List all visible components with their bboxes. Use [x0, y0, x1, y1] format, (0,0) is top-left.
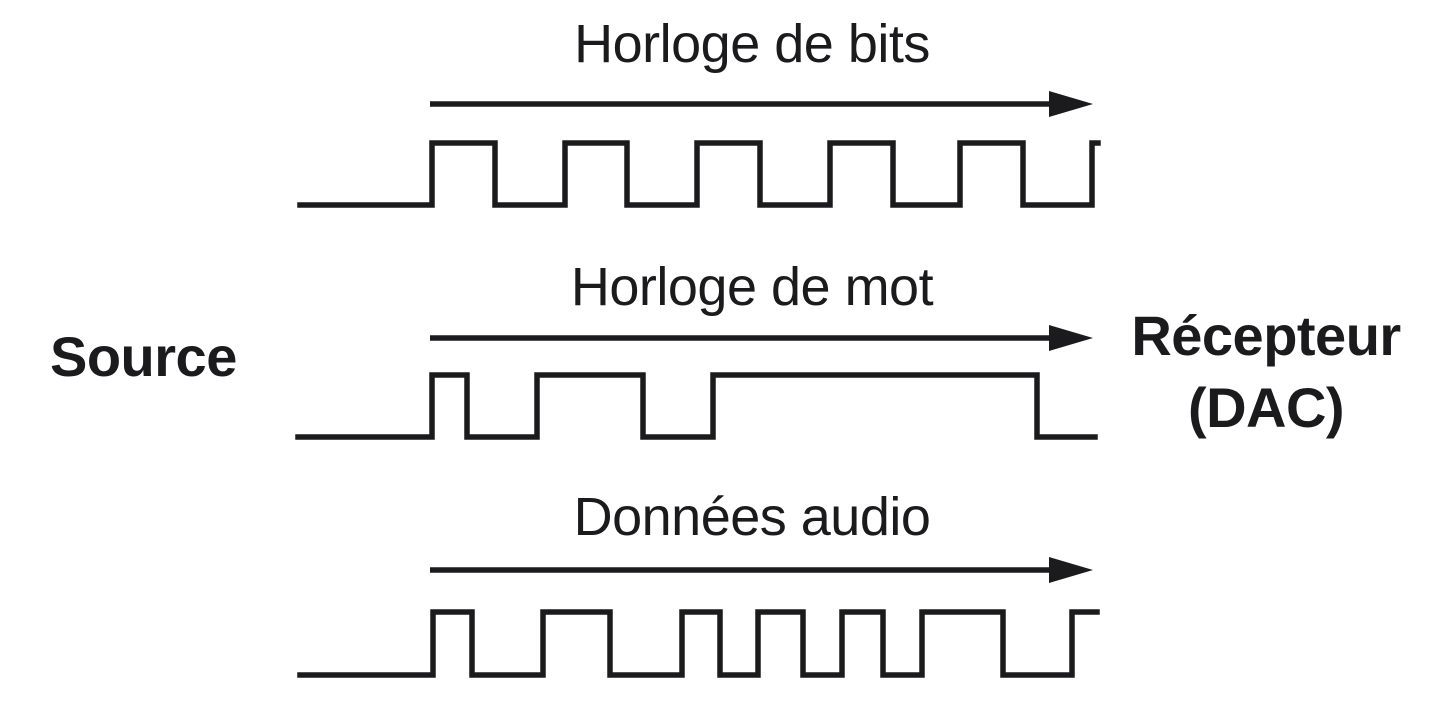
bit-clock-group: [297, 91, 1101, 208]
word-clock-group: [295, 325, 1098, 440]
audio-data-title: Données audio: [573, 487, 931, 547]
receiver-label-line2: (DAC): [1187, 376, 1345, 439]
word-clock-arrow-head: [1049, 325, 1093, 351]
receiver-label: Récepteur (DAC): [1103, 300, 1429, 444]
receiver-label-line1: Récepteur: [1131, 304, 1401, 367]
word-clock-title: Horloge de mot: [570, 257, 934, 317]
bit-clock-waveform: [297, 140, 1101, 208]
audio-data-waveform: [297, 609, 1100, 678]
source-label: Source: [50, 325, 237, 388]
audio-data-arrow-head: [1049, 557, 1093, 583]
word-clock-waveform: [295, 372, 1098, 440]
bit-clock-title: Horloge de bits: [574, 14, 930, 74]
audio-data-group: [297, 557, 1100, 678]
bit-clock-arrow-head: [1049, 91, 1093, 117]
